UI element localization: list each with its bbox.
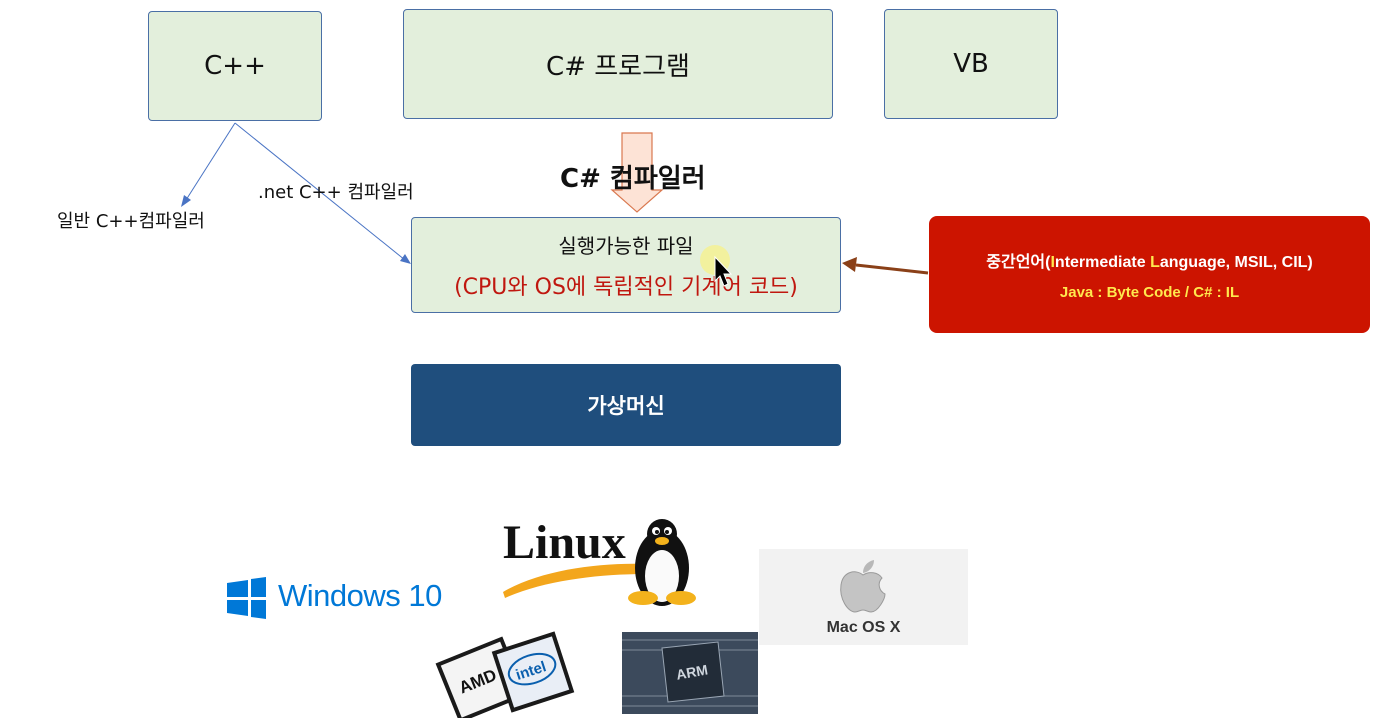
mac-os-x-panel: Mac OS X — [759, 549, 968, 645]
csharp-compile-arrow — [610, 132, 664, 213]
intel-chip-icon: intel — [491, 631, 575, 713]
windows-logo-icon — [227, 577, 266, 619]
il-mid: ntermediate — [1054, 254, 1151, 271]
arm-label: ARM — [675, 661, 709, 682]
il-prefix: 중간언어( — [986, 254, 1051, 271]
il-to-executable-arrowhead — [842, 257, 857, 272]
il-highlight-l: L — [1150, 254, 1160, 271]
executable-subtitle: (CPU와 OS에 독립적인 기계어 코드) — [454, 274, 798, 300]
executable-title: 실행가능한 파일 — [558, 233, 694, 258]
apple-logo-layer — [840, 560, 886, 613]
cpp-to-executable-line — [234, 122, 406, 261]
cpp-to-executable-arrowhead — [400, 254, 411, 264]
csharp-program-label: C# 프로그램 — [546, 51, 690, 82]
intermediate-language-box: 중간언어(Intermediate Language, MSIL, CIL) J… — [929, 216, 1370, 333]
arm-chip-icon: ARM — [622, 632, 758, 714]
executable-file-box: 실행가능한 파일 (CPU와 OS에 독립적인 기계어 코드) — [411, 217, 841, 313]
il-highlight-i: I — [1050, 254, 1055, 271]
linux-label: Linux — [503, 516, 626, 569]
vb-language-box: VB — [884, 9, 1058, 119]
cpp-language-box: C++ — [148, 11, 322, 121]
il-suffix: anguage, MSIL, CIL) — [1159, 254, 1313, 271]
intermediate-language-title: 중간언어(Intermediate Language, MSIL, CIL) — [986, 248, 1312, 272]
apple-leaf-icon — [863, 560, 874, 573]
cpp-label: C++ — [204, 51, 266, 81]
vb-label: VB — [953, 49, 989, 79]
csharp-compiler-label: C# 컴파일러 — [560, 164, 706, 194]
virtual-machine-box: 가상머신 — [411, 364, 841, 446]
tux-penguin-icon — [628, 519, 696, 606]
dotnet-cpp-compiler-label: .net C++ 컴파일러 — [258, 182, 414, 203]
native-cpp-compiler-label: 일반 C++컴파일러 — [57, 211, 205, 232]
csharp-program-box: C# 프로그램 — [403, 9, 833, 119]
linux-swoosh-icon — [503, 563, 648, 598]
windows-10-label: Windows 10 — [278, 578, 442, 613]
cpp-to-native-arrowhead — [181, 195, 191, 207]
virtual-machine-label: 가상머신 — [587, 394, 665, 418]
mac-os-x-label: Mac OS X — [826, 619, 901, 636]
apple-logo-icon — [840, 571, 886, 613]
il-to-executable-line — [855, 263, 929, 275]
intermediate-language-examples: Java : Byte Code / C# : IL — [1059, 284, 1240, 301]
cpp-to-native-compiler-line — [185, 122, 236, 201]
